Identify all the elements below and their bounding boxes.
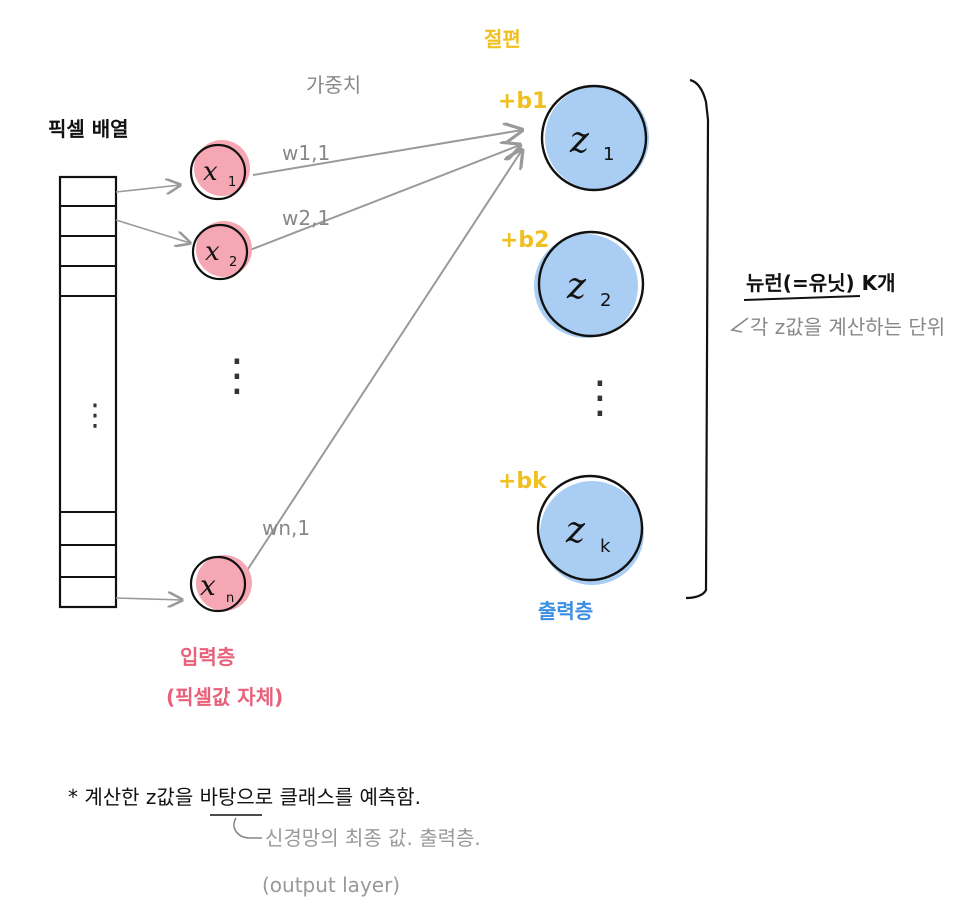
output-node-z2: z 2 [534, 230, 645, 338]
input-sub: n [226, 591, 234, 606]
pixel-array-ellipsis: ⋮ [80, 398, 110, 433]
weight-label-w11: w1,1 [282, 141, 330, 165]
input-sub: 2 [229, 255, 237, 270]
input-var: x [205, 237, 220, 267]
input-var: x [200, 569, 216, 602]
input-layer-label: 입력층 [180, 645, 235, 669]
weights-label: 가중치 [306, 73, 361, 97]
neuron-note: 각 z값을 계산하는 단위 [750, 315, 945, 339]
footnote: * 계산한 z값을 바탕으로 클래스를 예측함. [68, 785, 421, 809]
output-node-zk: z k [536, 474, 644, 585]
bias-b1: +b1 [498, 89, 548, 114]
output-layer-label: 출력층 [538, 599, 593, 623]
input-node-x2: x 2 [191, 221, 252, 281]
weight-arrows [245, 130, 522, 573]
neuron-label: 뉴런(=유닛) K개 [746, 271, 896, 295]
input-node-x1: x 1 [189, 140, 250, 201]
input-ellipsis: ⋮ [215, 350, 259, 401]
input-node-xn: x n [189, 555, 252, 613]
footnote-arrow [233, 817, 262, 839]
bias-b2: +b2 [500, 228, 550, 253]
bias-label: 절편 [484, 27, 521, 51]
pixel-array-label: 픽셀 배열 [48, 117, 129, 141]
bias-bk: +bk [498, 469, 548, 494]
output-sub: k [600, 536, 611, 557]
output-ellipsis: ⋮ [578, 372, 622, 423]
input-layer-note: (픽셀값 자체) [166, 685, 283, 709]
neuron-note-arrow [730, 317, 749, 333]
pixel-array [58, 175, 118, 609]
input-var: x [203, 157, 218, 187]
output-node-z1: z 1 [540, 84, 649, 192]
output-var: z [565, 510, 586, 551]
weight-label-w21: w2,1 [282, 206, 330, 230]
neuron-underline [743, 295, 861, 301]
weight-label-wn1: wn,1 [262, 516, 310, 540]
footnote-sub: 신경망의 최종 값. 출력층. [265, 826, 481, 850]
output-var: z [569, 120, 590, 161]
neuron-bracket [685, 78, 710, 600]
output-sub: 1 [603, 144, 614, 165]
output-var: z [566, 266, 587, 307]
pixel-to-input-arrows [115, 185, 190, 600]
output-sub: 2 [600, 290, 611, 311]
footnote-paren: (output layer) [262, 873, 400, 897]
input-sub: 1 [228, 175, 236, 190]
